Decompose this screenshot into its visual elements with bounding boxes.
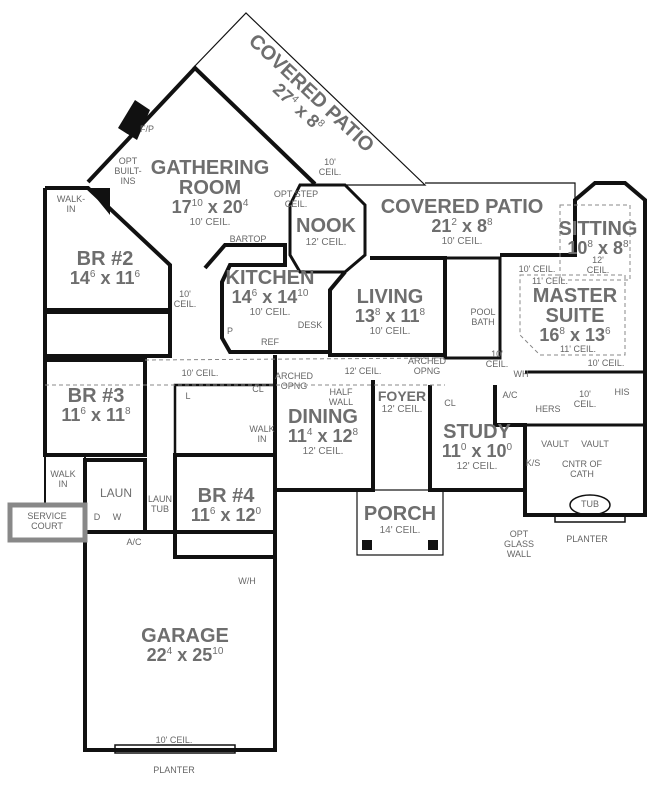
vault-label-2: VAULT (581, 439, 609, 450)
arched-opening-note-2: ARCHED OPNG (407, 356, 447, 376)
hall-ceil-line-note: 10' CEIL. (181, 368, 219, 379)
dryer-label: D (93, 512, 101, 523)
garage-planter-label: PLANTER (153, 765, 195, 776)
knee-space-label: K/S (525, 458, 541, 469)
walk-in-closet-br3: WALK IN (50, 469, 76, 489)
master-ceiling-outline (519, 274, 626, 356)
walk-in-closet-br4: WALK IN (249, 424, 275, 444)
bath-closet-label: CL (252, 384, 264, 395)
master-11-ceil-note-2: 11' CEIL. (559, 344, 597, 355)
master-10-ceil-note: 10' CEIL. (587, 358, 625, 369)
arched-opening-note: ARCHED OPNG (274, 371, 314, 391)
dining-label: DINING 114 x 128 12' CEIL. (287, 406, 359, 457)
wall-fill (88, 188, 110, 215)
service-court-label: SERVICE COURT (27, 511, 67, 531)
sitting-ceiling-outline (559, 204, 631, 281)
ceiling-line (144, 357, 446, 361)
study-label: STUDY 110 x 100 12' CEIL. (441, 421, 513, 472)
fireplace-label: F/P (139, 124, 155, 135)
garage-ceil-note: 10' CEIL. (155, 735, 193, 746)
vault-label: VAULT (541, 439, 569, 450)
pantry-label: P (226, 326, 234, 337)
master-planter-label: PLANTER (566, 534, 608, 545)
living-label: LIVING 138 x 118 10' CEIL. (354, 286, 426, 337)
dining-wall (273, 355, 375, 492)
service-court-area (7, 502, 88, 543)
fireplace-icon (118, 100, 150, 140)
br3-wall (43, 358, 147, 457)
porch-column (428, 540, 438, 550)
opt-step-ceil-note: OPT STEP CEIL. (273, 189, 319, 209)
hers-closet-label: HERS (535, 404, 561, 415)
sitting-label: SITTING 108 x 88 (558, 218, 638, 258)
desk-label: DESK (297, 320, 323, 331)
laundry-ac-label: A/C (126, 537, 142, 548)
laundry-tub-label: LAUN TUB (147, 494, 173, 514)
porch-outline (356, 489, 444, 556)
garage-planter (114, 744, 236, 754)
sitting-ceil-note: 12' CEIL. (586, 255, 610, 275)
walk-in-closet-label: WALK- IN (56, 194, 86, 214)
porch-column (362, 540, 372, 550)
br3-label: BR #3 116 x 118 (61, 385, 131, 425)
ac-label: A/C (502, 390, 518, 401)
opt-glass-wall-note: OPT GLASS WALL (503, 529, 535, 559)
garage-label: GARAGE 224 x 2510 (141, 625, 229, 665)
garage-wall (83, 530, 277, 752)
master-ceil-note: 10' CEIL. (518, 264, 556, 275)
br2-label: BR #2 146 x 116 (69, 248, 141, 288)
pool-bath-label: POOL BATH (470, 307, 496, 327)
pool-bath-wall (443, 256, 502, 360)
hall-ceil-note: 10' CEIL. (173, 289, 197, 309)
covered-patio-2-label: COVERED PATIO 212 x 88 10' CEIL. (380, 196, 544, 247)
tub-label: TUB (581, 499, 599, 510)
br4-label: BR #4 116 x 120 (190, 485, 262, 525)
hall-bath-wall (43, 310, 172, 358)
pool-bath-ceil-note: 10' CEIL. (485, 349, 509, 369)
master-11-ceil-note: 11' CEIL. (531, 276, 569, 287)
patio-ceil-note: 10' CEIL. (318, 157, 342, 177)
bartop-label: BARTOP (229, 234, 267, 245)
kitchen-label: KITCHEN 146 x 1410 10' CEIL. (225, 267, 315, 318)
half-wall-note: HALF WALL (328, 387, 354, 407)
tub-icon (569, 494, 611, 516)
garage-water-heater-label: W/H (238, 576, 256, 587)
study-closet-label: CL (444, 398, 456, 409)
opt-builtins-note: OPT BUILT- INS (114, 156, 142, 186)
his-closet-label: HIS (614, 387, 630, 398)
foyer-ceil-line-note: 12' CEIL. (344, 366, 382, 377)
closet-ceil-note: 10' CEIL. (573, 389, 597, 409)
living-wall (328, 256, 447, 357)
center-of-cath-note: CNTR OF CATH (562, 459, 602, 479)
gathering-room-wall (86, 65, 317, 186)
kitchen-wall (203, 243, 330, 354)
washer-label: W (112, 512, 122, 523)
laundry-label: LAUN (99, 486, 133, 500)
linen-label: L (185, 391, 191, 402)
water-heater-label: WH (513, 369, 529, 380)
br2-wall (43, 186, 172, 312)
refrigerator-label: REF (261, 337, 279, 348)
